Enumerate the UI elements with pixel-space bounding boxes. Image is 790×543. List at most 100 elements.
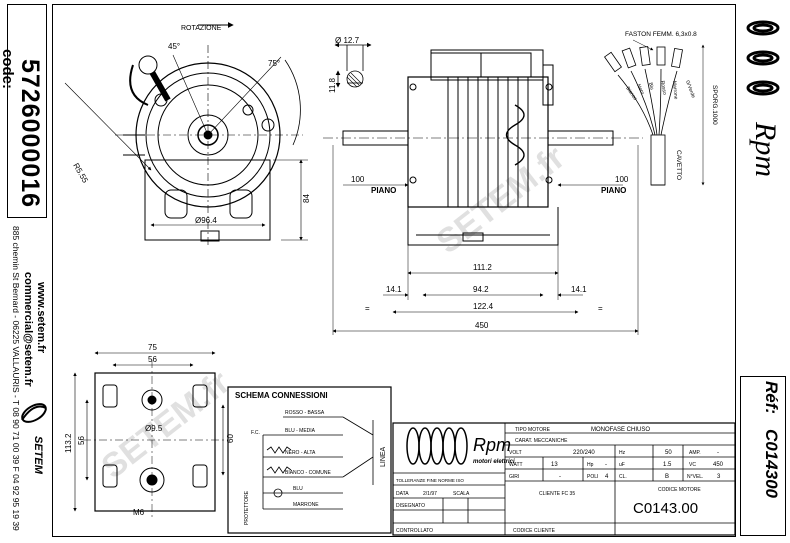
title-block-brand: Rpm: [473, 435, 511, 455]
tipo-motore-label: TIPO MOTORE: [515, 427, 551, 433]
wire-label-0: Bianco: [624, 86, 638, 102]
wire-label-5: G/Verde: [684, 80, 696, 99]
faston-label: FASTON FEMM. 6,3x0.8: [625, 31, 697, 38]
hz-value: 50: [665, 450, 672, 456]
bottom-hole-label: Ø9.5: [145, 424, 163, 433]
shaft-diameter-label: Ø 12.7: [335, 36, 360, 45]
wire-label-2: Blu: [647, 82, 655, 91]
dim-14-1-left: 14.1: [386, 285, 402, 294]
bottom-dim-56-v: 56: [77, 436, 86, 445]
angle-a-label: 45°: [168, 42, 180, 51]
setem-logo-icon: [21, 403, 47, 423]
wire-label-1: Nero: [635, 83, 645, 96]
schema-box: [227, 386, 392, 534]
company-website: www.setem.fr: [35, 282, 47, 354]
hp-label: Hp: [587, 462, 594, 468]
wire-label-4: Marrone: [671, 81, 679, 100]
dim-100-right: 100: [615, 175, 629, 184]
watt-label: WATT: [509, 462, 523, 468]
company-email: commercial@setem.fr: [22, 272, 34, 387]
radius-label: R5.55: [71, 162, 90, 185]
schema-row-2: NERO - ALTA: [285, 450, 316, 456]
carat-label: CARAT. MECCANICHE: [515, 438, 568, 444]
codice-cliente-label: CODICE CLIENTE: [513, 528, 556, 534]
eq-mark-right: =: [598, 304, 603, 313]
title-block: [392, 422, 736, 536]
rpm-logo-coils-icon: [406, 427, 468, 465]
codice-motore-value: C0143.00: [633, 500, 698, 517]
setem-logo-text: SETEM: [32, 436, 44, 474]
bottom-dim-56: 56: [148, 355, 157, 364]
rotation-label: ROTAZIONE: [181, 25, 222, 32]
dim-14-1-right: 14.1: [571, 285, 587, 294]
dim-111-2: 111.2: [473, 263, 492, 272]
tipo-motore-value: MONOFASE CHIUSO: [591, 427, 650, 433]
code-value: 5726000016: [16, 59, 44, 209]
code-label: code:: [0, 49, 16, 90]
left-sidebar: code: 5726000016 www.setem.fr commercial…: [0, 4, 48, 537]
bottom-dim-60: 60: [226, 434, 235, 443]
title-block-brand-sub: motori elettrici: [473, 459, 515, 465]
schema-row-3: BIANCO - COMUNE: [285, 470, 332, 476]
reference-box: Réf: C014300: [740, 376, 786, 536]
uf-label: uF: [619, 462, 625, 468]
watt-value: 13: [551, 462, 558, 468]
cable-view: [604, 39, 705, 186]
piano-right-label: PIANO: [601, 186, 626, 195]
amp-label: AMP.: [689, 450, 701, 456]
shaft-detail: [334, 42, 372, 88]
bottom-view: [73, 351, 228, 520]
sporg-label: SPORG.1000: [711, 85, 718, 125]
vc-label: VC: [689, 462, 696, 468]
poli-value: 4: [605, 474, 609, 480]
volt-label: VOLT: [509, 450, 522, 456]
schema-row-4: BLU: [293, 486, 303, 492]
vel-label: N°VEL.: [687, 474, 703, 480]
brand-logo-text: Rpm: [749, 122, 782, 177]
product-code-box: code: 5726000016: [0, 4, 47, 218]
scala-label: SCALA: [453, 491, 470, 497]
shaft-flat-label: 11.8: [328, 77, 337, 93]
watermark-1: SETEM.fr: [95, 363, 237, 486]
volt-value: 220/240: [573, 450, 595, 456]
cl-value: B: [665, 474, 669, 480]
schema-row-0: ROSSO - BASSA: [285, 410, 325, 416]
hp-value: -: [605, 462, 607, 468]
poli-label: POLI: [587, 474, 598, 480]
piano-left-label: PIANO: [371, 186, 396, 195]
data-value: 2/1/97: [423, 491, 437, 497]
dim-450: 450: [475, 321, 489, 330]
cavetto-label: CAVETTO: [675, 150, 682, 180]
dim-94-2: 94.2: [473, 285, 489, 294]
reference-label: Réf:: [762, 381, 781, 415]
bottom-dim-75: 75: [148, 343, 157, 352]
front-diameter-label: Ø96.4: [195, 216, 217, 225]
wire-label-3: Rosso: [659, 80, 667, 95]
cliente-label: CLIENTE FC 35: [539, 491, 575, 497]
rpm-coils-icon: [746, 20, 780, 96]
vc-value: 450: [713, 462, 724, 468]
giri-label: GIRI: [509, 474, 519, 480]
dim-100-left: 100: [351, 175, 365, 184]
codice-motore-label: CODICE MOTORE: [658, 487, 701, 493]
disegnato-label: DISEGNATO: [396, 503, 425, 509]
data-label: DATA: [396, 491, 409, 497]
tolleranze-label: TOLLERANZE FINE NORME ISO: [396, 478, 464, 483]
drawing-area: ROTAZIONE 45° 75° R5.55 Ø96.4 84 Ø 12.7 …: [52, 4, 736, 537]
schema-title: SCHEMA CONNESSIONI: [235, 391, 328, 400]
uf-value: 1.5: [663, 462, 672, 468]
hz-label: Hz: [619, 450, 626, 456]
reference-value: C014300: [762, 429, 781, 499]
eq-mark-left: =: [365, 304, 370, 313]
controllato-label: CONTROLLATO: [396, 528, 433, 534]
bottom-dim-113-2: 113.2: [64, 433, 73, 453]
schema-fc-label: F.C.: [251, 430, 260, 436]
dim-122-4: 122.4: [473, 302, 494, 311]
company-address: 885 chemin St Bernard - 06225 VALLAURIS …: [11, 226, 21, 531]
front-view: [64, 22, 308, 245]
drawing-canvas: ROTAZIONE 45° 75° R5.55 Ø96.4 84 Ø 12.7 …: [64, 22, 736, 536]
schema-row-5: MARRONE: [293, 502, 319, 508]
angle-b-label: 75°: [268, 59, 280, 68]
schema-row-1: BLU - MEDIA: [285, 428, 316, 434]
